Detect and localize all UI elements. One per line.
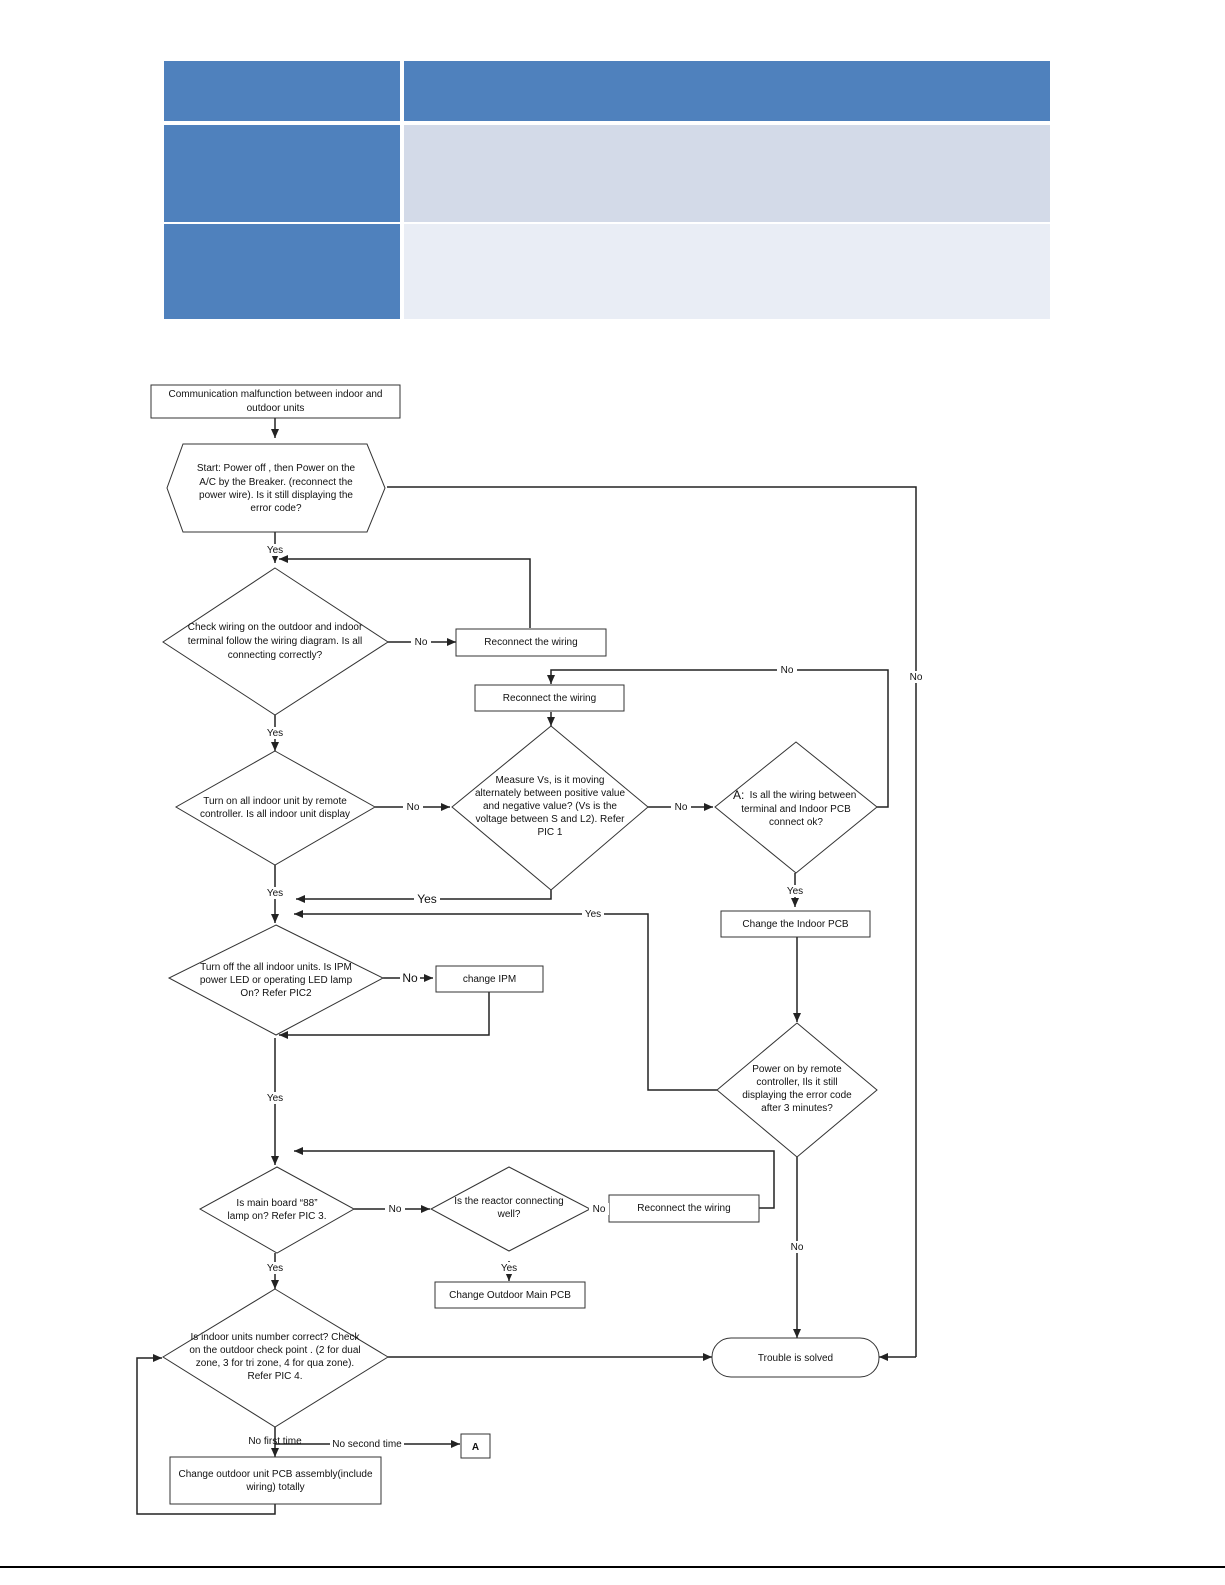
- svg-text:after 3 minutes?: after 3 minutes?: [761, 1103, 833, 1114]
- svg-text:outdoor units: outdoor units: [247, 403, 305, 414]
- svg-text:Change the Indoor PCB: Change the Indoor PCB: [742, 919, 849, 930]
- label-no-6: No: [402, 971, 418, 985]
- svg-text:Is all the wiring between: Is all the wiring between: [750, 790, 857, 801]
- svg-text:alternately between positive v: alternately between positive value: [475, 788, 626, 799]
- label-no-7: No: [389, 1204, 402, 1215]
- svg-text:terminal and Indoor PCB: terminal and Indoor PCB: [741, 804, 851, 815]
- label-no-9: No: [791, 1242, 804, 1253]
- svg-text:terminal follow the wiring dia: terminal follow the wiring diagram. Is a…: [188, 636, 363, 647]
- svg-text:Trouble is solved: Trouble is solved: [758, 1353, 833, 1364]
- label-yes-4: Yes: [267, 888, 283, 899]
- turn-on-indoor-decision: Turn on all indoor unit by remote contro…: [174, 750, 377, 866]
- svg-text:power LED or operating LED lam: power LED or operating LED lamp: [200, 975, 353, 986]
- svg-text:and negative value? (Vs is the: and negative value? (Vs is the: [483, 801, 617, 812]
- reconnect-wiring-box-1: Reconnect the wiring: [455, 628, 607, 657]
- svg-text:Power on by remote: Power on by remote: [752, 1064, 842, 1075]
- svg-text:Refer PIC 4.: Refer PIC 4.: [247, 1371, 302, 1382]
- svg-text:controller. Is all indoor unit: controller. Is all indoor unit display: [200, 809, 350, 820]
- label-yes-9: Yes: [267, 1263, 283, 1274]
- header-cell-left: [164, 61, 400, 121]
- label-no-1: No: [415, 637, 428, 648]
- reactor-decision: Is the reactor connecting well?: [429, 1166, 592, 1252]
- svg-text:On? Refer PIC2: On? Refer PIC2: [240, 988, 312, 999]
- svg-text:Check wiring on the outdoor an: Check wiring on the outdoor and indoor: [188, 622, 363, 633]
- row2-content-cell: [404, 224, 1050, 319]
- svg-text:PIC 1: PIC 1: [537, 827, 562, 838]
- svg-text:lamp on? Refer PIC 3.: lamp on? Refer PIC 3.: [228, 1211, 327, 1222]
- svg-text:connect ok?: connect ok?: [769, 817, 823, 828]
- row1-label-cell: [164, 125, 400, 222]
- label-no-8: No: [593, 1204, 606, 1215]
- svg-text:Is the reactor connecting: Is the reactor connecting: [454, 1196, 564, 1207]
- svg-text:Is indoor units number correct: Is indoor units number correct? Check: [191, 1332, 361, 1343]
- connector-a-box: A: [460, 1433, 491, 1459]
- svg-text:zone, 3 for tri zone, 4 for qu: zone, 3 for tri zone, 4 for qua zone).: [196, 1358, 354, 1369]
- indoor-units-number-decision: Is indoor units number correct? Check on…: [162, 1288, 389, 1428]
- start-decision: Start: Power off , then Power on the A/C…: [166, 443, 386, 533]
- measure-vs-decision: Measure Vs, is it moving alternately bet…: [451, 725, 649, 891]
- header-table: [164, 61, 1050, 319]
- turn-off-indoor-decision: Turn off the all indoor units. Is IPM po…: [167, 924, 385, 1036]
- trouble-solved-terminal: Trouble is solved: [711, 1337, 880, 1378]
- wiring-terminal-decision: A: Is all the wiring between terminal an…: [714, 741, 878, 874]
- svg-text:Change outdoor unit PCB assemb: Change outdoor unit PCB assembly(include: [179, 1469, 373, 1480]
- svg-text:power wire). Is it still displ: power wire). Is it still displaying the: [199, 490, 353, 501]
- svg-text:change IPM: change IPM: [463, 974, 516, 985]
- power-on-remote-decision: Power on by remote controller, Ils it st…: [716, 1022, 878, 1158]
- change-indoor-pcb-box: Change the Indoor PCB: [720, 910, 871, 938]
- row1-content-cell: [404, 125, 1050, 222]
- main-board-decision: Is main board “88” lamp on? Refer PIC 3.: [198, 1166, 356, 1254]
- label-no-second-time: No second time: [332, 1439, 402, 1450]
- svg-text:Change Outdoor Main PCB: Change Outdoor Main PCB: [449, 1290, 571, 1301]
- page-bottom-rule: [0, 1566, 1225, 1568]
- reconnect-wiring-box-3: Reconnect the wiring: [608, 1194, 760, 1223]
- svg-text:A/C by the Breaker. (reconnect: A/C by the Breaker. (reconnect the: [199, 477, 353, 488]
- svg-text:A: A: [472, 1442, 479, 1453]
- label-no-5: No: [675, 802, 688, 813]
- flow-title-box: Communication malfunction between indoor…: [150, 384, 401, 419]
- label-yes-7: Yes: [267, 1093, 283, 1104]
- svg-text:Turn on all indoor unit by rem: Turn on all indoor unit by remote: [203, 796, 347, 807]
- svg-text:connecting correctly?: connecting correctly?: [228, 650, 323, 661]
- label-no-2: No: [781, 665, 794, 676]
- change-outdoor-pcb-assembly-box: Change outdoor unit PCB assembly(include…: [169, 1456, 382, 1505]
- svg-text:A:: A:: [733, 788, 744, 802]
- header-cell-right: [404, 61, 1050, 121]
- svg-text:error code?: error code?: [250, 503, 302, 514]
- label-yes-3: Yes: [787, 886, 803, 897]
- svg-text:Reconnect the wiring: Reconnect the wiring: [503, 693, 596, 704]
- label-yes-1: Yes: [267, 545, 283, 556]
- check-wiring-decision: Check wiring on the outdoor and indoor t…: [162, 567, 389, 716]
- svg-text:well?: well?: [497, 1209, 521, 1220]
- svg-text:Turn off the all indoor units.: Turn off the all indoor units. Is IPM: [200, 962, 352, 973]
- row2-label-cell: [164, 224, 400, 319]
- label-yes-5: Yes: [417, 892, 437, 906]
- svg-text:Communication malfunction betw: Communication malfunction between indoor…: [168, 389, 382, 400]
- label-yes-8: Yes: [501, 1263, 517, 1274]
- svg-text:Measure Vs, is it moving: Measure Vs, is it moving: [496, 775, 605, 786]
- label-no-first-time: No first time: [248, 1436, 302, 1447]
- svg-text:Reconnect the wiring: Reconnect the wiring: [637, 1203, 730, 1214]
- label-no-3: No: [910, 672, 923, 683]
- reconnect-wiring-box-2: Reconnect the wiring: [474, 684, 625, 712]
- edge-labels: Yes No No No Yes No No Yes Yes Yes Yes N…: [248, 544, 926, 1450]
- svg-text:controller, Ils it still: controller, Ils it still: [756, 1077, 837, 1088]
- svg-text:Start: Power off , then Power: Start: Power off , then Power on the: [197, 463, 356, 474]
- label-yes-6: Yes: [585, 909, 601, 920]
- change-ipm-box: change IPM: [435, 965, 544, 993]
- svg-text:Is main board “88”: Is main board “88”: [236, 1198, 317, 1209]
- label-no-4: No: [407, 802, 420, 813]
- svg-text:wiring) totally: wiring) totally: [245, 1482, 304, 1493]
- change-outdoor-main-pcb-box: Change Outdoor Main PCB: [434, 1281, 586, 1309]
- svg-text:on the outdoor check point . (: on the outdoor check point . (2 for dual: [189, 1345, 360, 1356]
- svg-text:displaying the error code: displaying the error code: [742, 1090, 852, 1101]
- label-yes-2: Yes: [267, 728, 283, 739]
- svg-text:Reconnect the wiring: Reconnect the wiring: [484, 637, 577, 648]
- connectors: [136, 414, 917, 1515]
- svg-text:voltage between S and L2). Ref: voltage between S and L2). Refer: [476, 814, 626, 825]
